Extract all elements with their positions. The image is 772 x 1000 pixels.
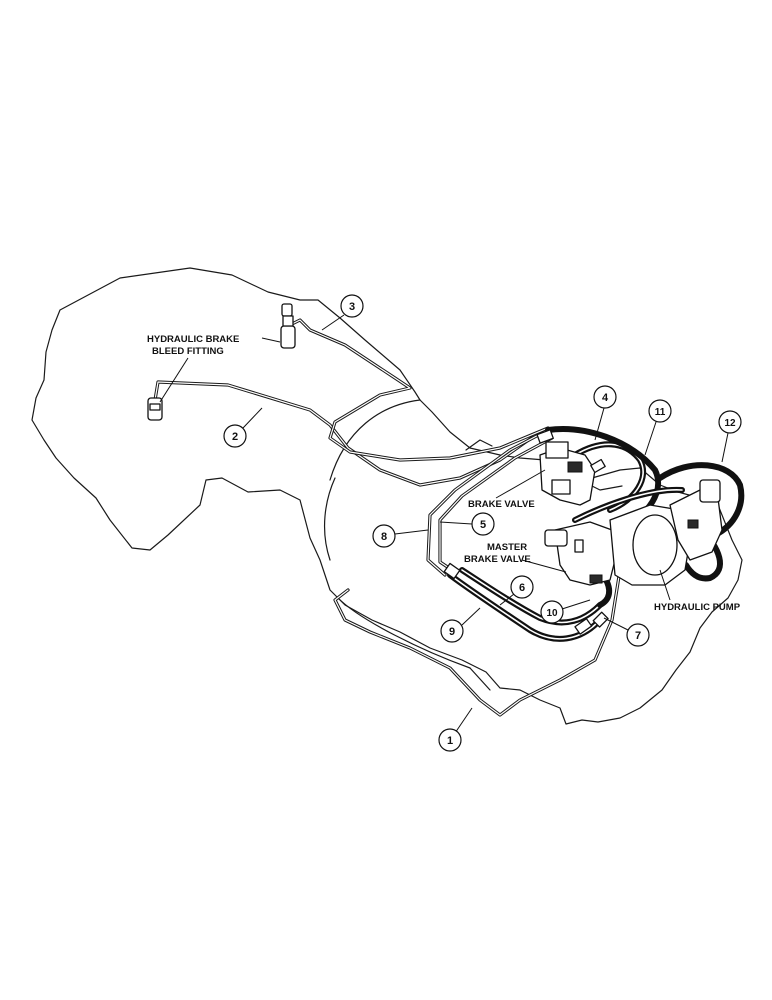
callout-6: 6: [499, 575, 534, 606]
label-master-line1: MASTER: [487, 542, 527, 553]
master-brake-valve: [544, 521, 616, 586]
svg-text:4: 4: [602, 392, 609, 404]
hose-fittings: [443, 429, 609, 635]
svg-text:2: 2: [232, 431, 238, 443]
leader-pump: [659, 569, 671, 601]
leader-bleed-left: [159, 357, 189, 403]
brake-line-2: [153, 380, 542, 487]
label-brake-valve: BRAKE VALVE: [468, 499, 535, 510]
svg-text:5: 5: [480, 519, 486, 531]
callout-10: 10: [540, 599, 591, 624]
svg-text:7: 7: [635, 630, 641, 642]
leader-bleed-upper: [261, 337, 281, 343]
svg-text:6: 6: [519, 582, 525, 594]
callout-4: 4: [593, 385, 617, 441]
bleed-fitting-upper: [280, 303, 296, 349]
brake-line-8: [426, 428, 550, 577]
svg-text:9: 9: [449, 626, 455, 638]
svg-text:11: 11: [655, 407, 666, 418]
callout-3: 3: [321, 294, 364, 331]
brake-line-3: [288, 318, 550, 462]
callout-11: 11: [644, 399, 672, 456]
leader-brake-valve: [495, 469, 546, 499]
label-master-line2: BRAKE VALVE: [464, 554, 531, 565]
hose-9: [447, 572, 601, 642]
brake-line-5: [438, 436, 554, 574]
svg-text:8: 8: [381, 531, 387, 543]
svg-text:3: 3: [349, 301, 355, 313]
callout-5: 5: [439, 512, 495, 536]
label-bleed-fitting-line2: BLEED FITTING: [152, 346, 224, 357]
hydraulic-pump: [609, 479, 723, 586]
brake-line-1: [333, 568, 622, 717]
leader-master: [521, 559, 567, 573]
label-hydraulic-pump: HYDRAULIC PUMP: [654, 602, 741, 613]
bleed-fitting-left: [147, 397, 163, 421]
brake-valve: [539, 441, 596, 506]
callout-2: 2: [223, 407, 263, 448]
callout-8: 8: [372, 524, 429, 548]
hose-6: [459, 567, 603, 626]
callout-12: 12: [718, 410, 742, 463]
label-bleed-fitting-line1: HYDRAULIC BRAKE: [147, 334, 239, 345]
svg-text:10: 10: [546, 608, 558, 619]
svg-text:1: 1: [447, 735, 453, 747]
callout-7: 7: [603, 617, 650, 647]
callout-9: 9: [440, 607, 481, 643]
callout-1: 1: [438, 707, 473, 752]
svg-text:12: 12: [724, 418, 736, 429]
